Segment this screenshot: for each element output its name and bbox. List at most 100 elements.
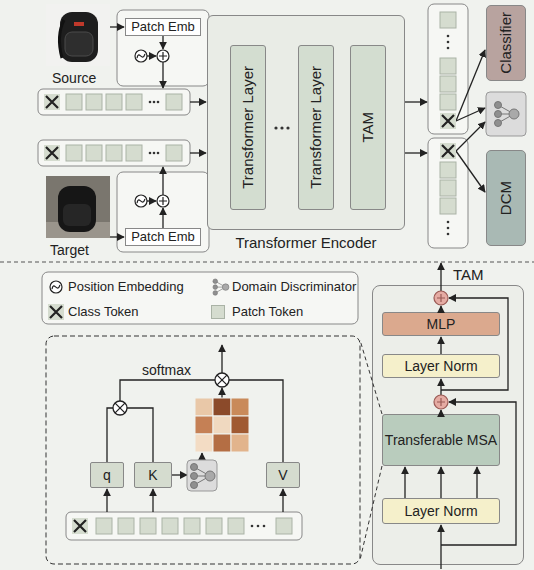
target-photo bbox=[58, 186, 96, 232]
legend-text: Domain Discriminator bbox=[232, 279, 356, 294]
ellipsis-dots bbox=[274, 126, 277, 129]
node-text: V bbox=[278, 467, 287, 483]
class-token bbox=[440, 143, 456, 159]
msa-box: Transferable MSA bbox=[382, 414, 500, 466]
patch-token bbox=[440, 94, 456, 110]
legend-text: Class Token bbox=[68, 304, 139, 319]
section-divider bbox=[0, 262, 534, 263]
multiply-symbol bbox=[215, 373, 229, 387]
arrow bbox=[152, 489, 153, 512]
class-token bbox=[440, 113, 456, 129]
class-token bbox=[440, 143, 456, 159]
ellipsis-dots bbox=[153, 101, 156, 104]
ellipsis-dots bbox=[157, 152, 160, 155]
ellipsis-dots bbox=[447, 233, 450, 236]
patch-token bbox=[166, 145, 182, 161]
source-photo bbox=[60, 12, 98, 62]
layer-norm-box: Layer Norm bbox=[382, 498, 500, 524]
node-text: Transferable MSA bbox=[385, 432, 497, 448]
class-token bbox=[442, 145, 454, 157]
patch-token bbox=[66, 12, 456, 534]
ellipsis-dots bbox=[149, 35, 450, 528]
arrow bbox=[190, 152, 206, 153]
discriminator-icon bbox=[187, 460, 217, 491]
legend-text: Position Embedding bbox=[68, 279, 184, 294]
arrow bbox=[172, 474, 187, 475]
attention-detail-frame bbox=[46, 336, 360, 564]
discriminator-icon bbox=[495, 120, 502, 127]
arrow bbox=[476, 467, 477, 498]
attention-matrix bbox=[195, 398, 249, 452]
arrow bbox=[440, 379, 441, 395]
arrow bbox=[162, 167, 163, 195]
output-column bbox=[428, 138, 468, 248]
position-embedding-symbol bbox=[50, 50, 147, 293]
class-token bbox=[46, 147, 58, 159]
source-photo bbox=[46, 4, 110, 66]
multiply-symbol bbox=[113, 373, 229, 415]
arrow bbox=[106, 489, 107, 512]
patch-token bbox=[166, 94, 182, 110]
residual-add bbox=[437, 294, 445, 302]
arrow bbox=[441, 298, 508, 390]
patch-token bbox=[96, 518, 112, 534]
patch-token bbox=[126, 94, 142, 110]
arrow bbox=[110, 236, 124, 237]
node-text: Patch Emb bbox=[131, 20, 195, 35]
arrow bbox=[147, 200, 156, 201]
legend-text: Patch Token bbox=[232, 304, 303, 319]
patch-token bbox=[118, 518, 134, 534]
residual-add bbox=[434, 395, 448, 409]
discriminator-icon bbox=[194, 467, 210, 485]
node-text: Classifier bbox=[497, 12, 514, 74]
patch-token bbox=[106, 94, 122, 110]
class-token bbox=[442, 115, 454, 127]
multiply-symbol bbox=[113, 401, 127, 415]
arrow bbox=[440, 306, 441, 312]
node-text: q bbox=[103, 467, 111, 483]
node-text: Transformer Encoder bbox=[188, 234, 424, 251]
attention-matrix bbox=[213, 416, 231, 434]
ellipsis-dots bbox=[447, 41, 450, 44]
class-token bbox=[46, 96, 58, 108]
arrow bbox=[456, 151, 485, 192]
class-token bbox=[50, 306, 62, 318]
arrow bbox=[162, 36, 163, 49]
patch-token bbox=[440, 12, 456, 28]
residual-add bbox=[437, 398, 445, 406]
attention-matrix bbox=[195, 416, 213, 434]
patch-token bbox=[106, 145, 122, 161]
arrow bbox=[201, 453, 202, 461]
arrow bbox=[456, 50, 485, 121]
residual-add bbox=[434, 291, 448, 409]
transformer-layer: Transformer Layer bbox=[230, 45, 266, 210]
attention-matrix bbox=[213, 434, 231, 452]
output-column bbox=[428, 4, 468, 134]
class-token bbox=[440, 113, 456, 129]
discriminator-icon bbox=[191, 464, 198, 471]
discriminator-icon bbox=[187, 102, 519, 492]
discriminator-icon bbox=[222, 284, 229, 291]
node-text: Patch Emb bbox=[131, 230, 195, 245]
ellipsis-dots bbox=[286, 126, 289, 129]
add-symbol bbox=[157, 50, 169, 62]
patch-token bbox=[228, 518, 244, 534]
class-token bbox=[48, 304, 64, 320]
position-embedding-symbol bbox=[137, 199, 145, 203]
arrow bbox=[456, 108, 485, 121]
residual-add bbox=[434, 291, 448, 305]
position-embedding-symbol bbox=[50, 281, 62, 293]
ellipsis-dots bbox=[447, 35, 450, 38]
arrow bbox=[190, 101, 206, 102]
source-photo bbox=[46, 4, 110, 66]
multiply-symbol bbox=[217, 375, 227, 385]
attention-matrix bbox=[195, 434, 213, 452]
node-text: Layer Norm bbox=[404, 503, 477, 519]
connector-line bbox=[120, 380, 215, 401]
position-embedding-symbol bbox=[137, 54, 145, 58]
add-symbol bbox=[159, 52, 167, 60]
callout-line bbox=[360, 340, 382, 560]
text-label: Target bbox=[50, 242, 89, 258]
token-sequence bbox=[38, 89, 190, 115]
class-token bbox=[44, 94, 456, 534]
